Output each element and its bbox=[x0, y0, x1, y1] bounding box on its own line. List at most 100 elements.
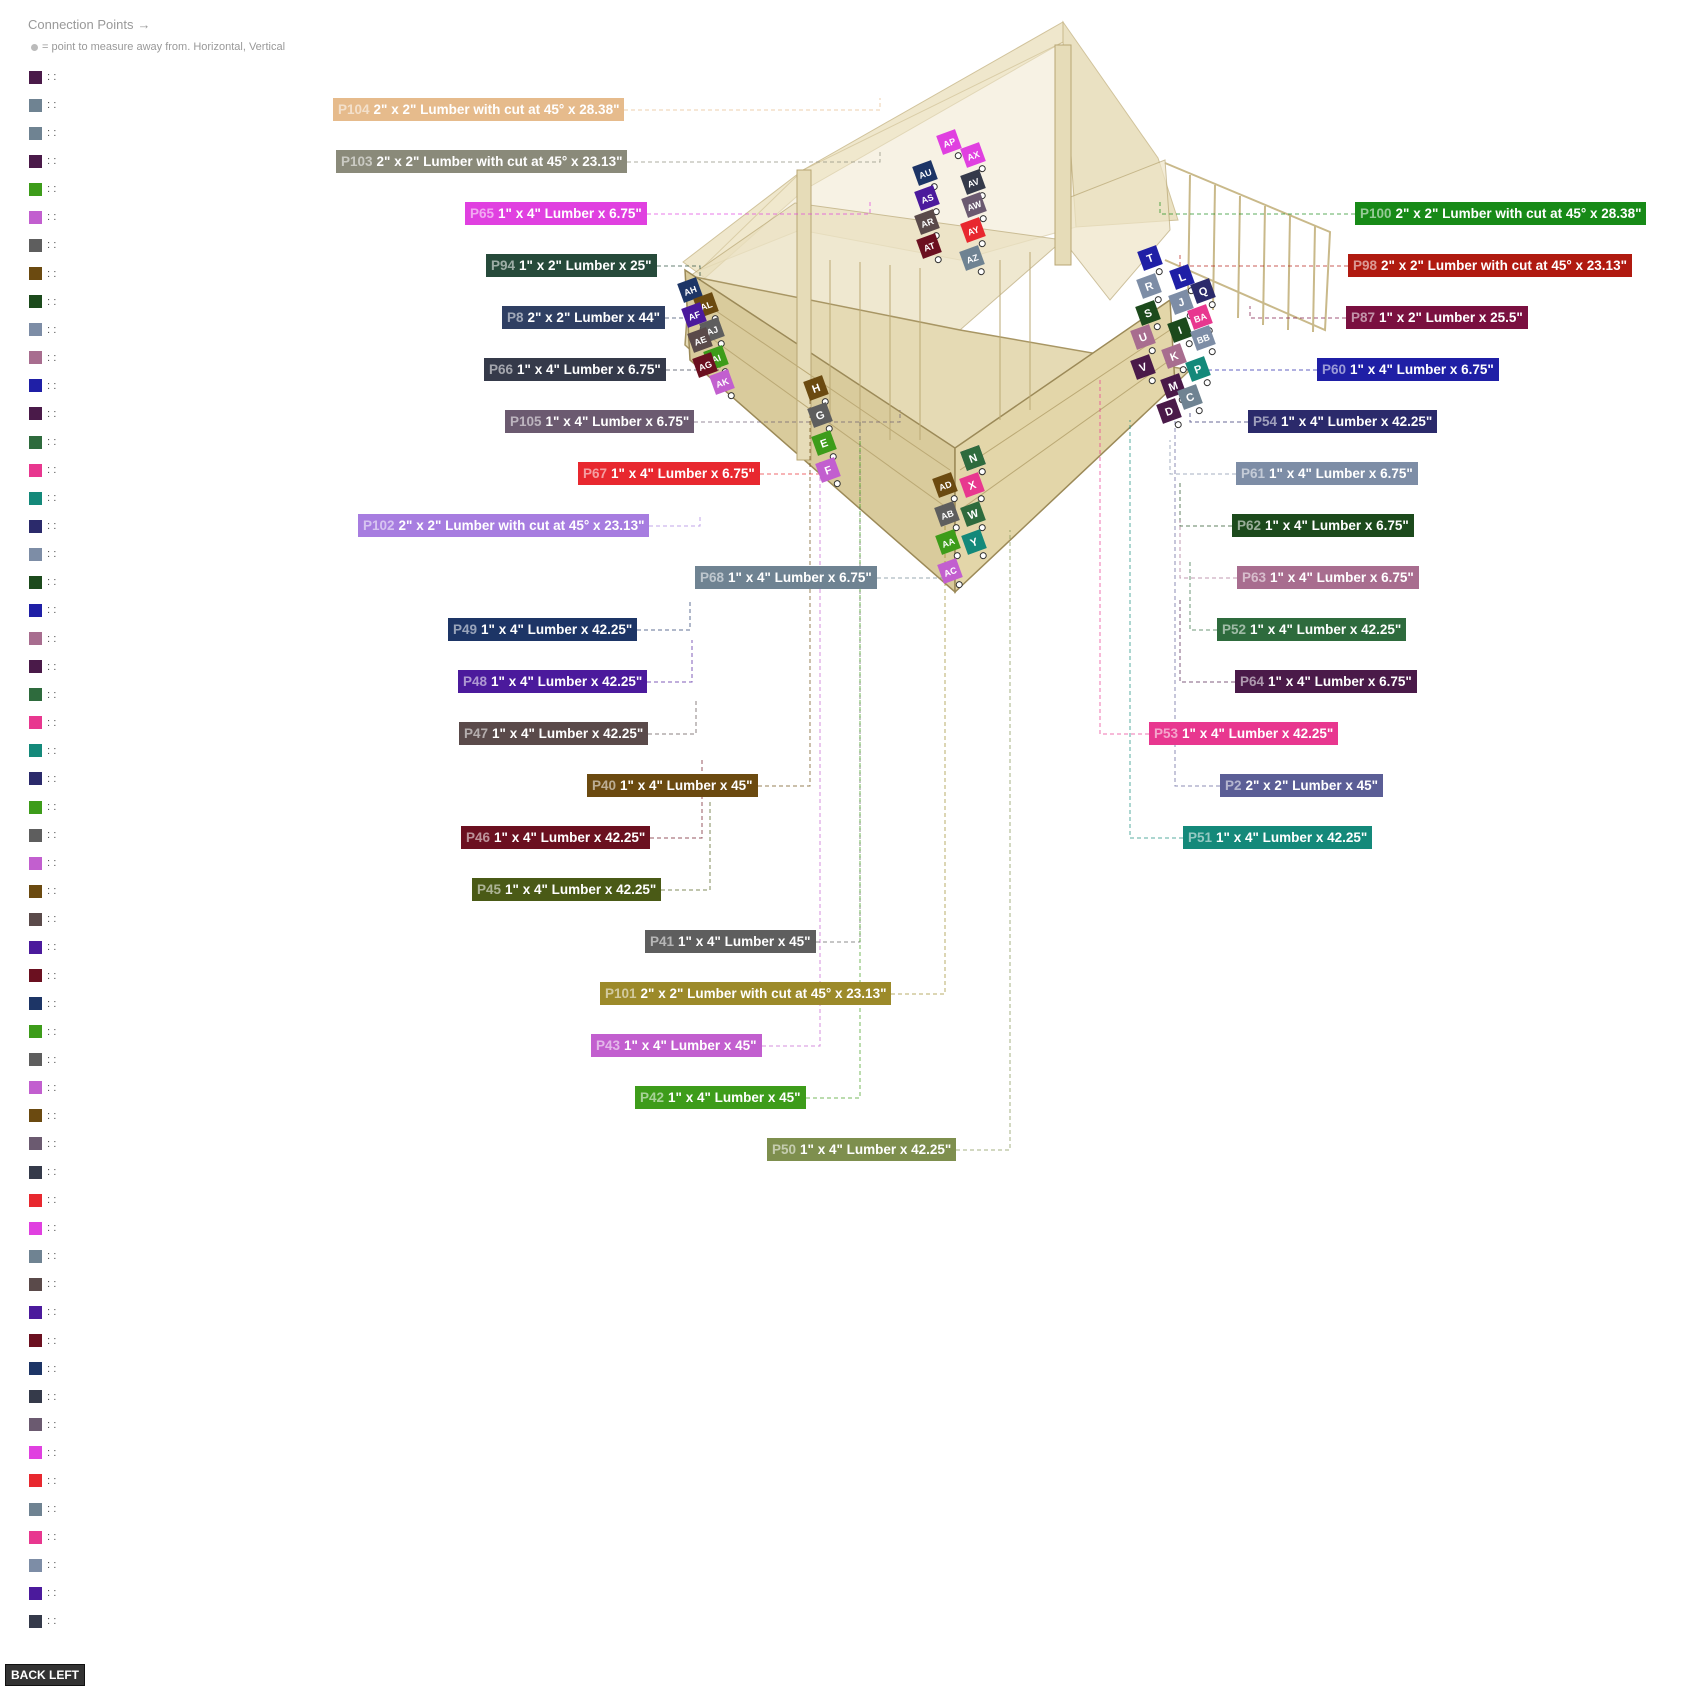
connection-item[interactable]: : : bbox=[29, 407, 56, 435]
connection-item[interactable]: : : bbox=[29, 1446, 56, 1474]
connection-marker-g[interactable]: G bbox=[807, 402, 836, 436]
connection-marker-az[interactable]: AZ bbox=[959, 245, 988, 279]
connection-item[interactable]: : : bbox=[29, 98, 56, 126]
connection-item[interactable]: : : bbox=[29, 1586, 56, 1614]
connection-item[interactable]: : : bbox=[29, 1109, 56, 1137]
connection-item[interactable]: : : bbox=[29, 884, 56, 912]
connection-item[interactable]: : : bbox=[29, 800, 56, 828]
connection-item[interactable]: : : bbox=[29, 1165, 56, 1193]
connection-item[interactable]: : : bbox=[29, 856, 56, 884]
connection-marker-i[interactable]: I bbox=[1167, 317, 1196, 351]
connection-item[interactable]: : : bbox=[29, 1362, 56, 1390]
connection-item[interactable]: : : bbox=[29, 1249, 56, 1277]
connection-item[interactable]: : : bbox=[29, 1221, 56, 1249]
connection-item[interactable]: : : bbox=[29, 323, 56, 351]
connection-item[interactable]: : : bbox=[29, 744, 56, 772]
connection-marker-l[interactable]: L bbox=[1169, 264, 1198, 298]
connection-item[interactable]: : : bbox=[29, 969, 56, 997]
connection-marker-w[interactable]: W bbox=[960, 501, 989, 535]
connection-marker-d[interactable]: D bbox=[1156, 398, 1185, 432]
connection-item[interactable]: : : bbox=[29, 154, 56, 182]
connection-marker-e[interactable]: E bbox=[811, 430, 840, 464]
connection-marker-ab[interactable]: AB bbox=[934, 501, 963, 535]
connection-marker-at[interactable]: AT bbox=[916, 233, 945, 267]
connection-item[interactable]: : : bbox=[29, 519, 56, 547]
connection-item[interactable]: : : bbox=[29, 1530, 56, 1558]
connection-marker-v[interactable]: V bbox=[1130, 354, 1159, 388]
connection-item[interactable]: : : bbox=[29, 575, 56, 603]
connection-item[interactable]: : : bbox=[29, 1334, 56, 1362]
connection-marker-ad[interactable]: AD bbox=[932, 472, 961, 506]
connection-marker-ax[interactable]: AX bbox=[960, 142, 989, 176]
connection-item[interactable]: : : bbox=[29, 267, 56, 295]
connection-item[interactable]: : : bbox=[29, 126, 56, 154]
connection-marker-q[interactable]: Q bbox=[1190, 278, 1219, 312]
connection-item[interactable]: : : bbox=[29, 435, 56, 463]
connection-marker-y[interactable]: Y bbox=[961, 529, 990, 563]
connection-item[interactable]: : : bbox=[29, 716, 56, 744]
connection-item[interactable]: : : bbox=[29, 1390, 56, 1418]
connection-item[interactable]: : : bbox=[29, 351, 56, 379]
connection-item[interactable]: : : bbox=[29, 463, 56, 491]
connection-marker-ay[interactable]: AY bbox=[960, 217, 989, 251]
connection-marker-aw[interactable]: AW bbox=[961, 192, 990, 226]
connection-item[interactable]: : : bbox=[29, 1558, 56, 1586]
connection-item[interactable]: : : bbox=[29, 238, 56, 266]
connection-item[interactable]: : : bbox=[29, 1081, 56, 1109]
connection-item[interactable]: : : bbox=[29, 1474, 56, 1502]
connection-marker-ae[interactable]: AE bbox=[687, 327, 716, 361]
connection-item[interactable]: : : bbox=[29, 940, 56, 968]
connection-item[interactable]: : : bbox=[29, 491, 56, 519]
connection-marker-k[interactable]: K bbox=[1161, 343, 1190, 377]
connection-marker-ac[interactable]: AC bbox=[937, 558, 966, 592]
connection-marker-u[interactable]: U bbox=[1130, 324, 1159, 358]
connection-marker-r[interactable]: R bbox=[1136, 273, 1165, 307]
connection-item[interactable]: : : bbox=[29, 828, 56, 856]
connection-item[interactable]: : : bbox=[29, 772, 56, 800]
connection-marker-aa[interactable]: AA bbox=[935, 529, 964, 563]
connection-marker-ap[interactable]: AP bbox=[936, 129, 965, 163]
connection-item[interactable]: : : bbox=[29, 688, 56, 716]
connection-item[interactable]: : : bbox=[29, 295, 56, 323]
connection-item[interactable]: : : bbox=[29, 1502, 56, 1530]
connection-item[interactable]: : : bbox=[29, 660, 56, 688]
connection-marker-x[interactable]: X bbox=[959, 472, 988, 506]
connection-item[interactable]: : : bbox=[29, 379, 56, 407]
connection-marker-n[interactable]: N bbox=[960, 445, 989, 479]
connection-item[interactable]: : : bbox=[29, 1418, 56, 1446]
back-left-button[interactable]: BACK LEFT bbox=[5, 1664, 85, 1686]
connection-marker-t[interactable]: T bbox=[1137, 245, 1166, 279]
connection-item[interactable]: : : bbox=[29, 1614, 56, 1642]
connection-item[interactable]: : : bbox=[29, 632, 56, 660]
connection-item[interactable]: : : bbox=[29, 603, 56, 631]
connection-item[interactable]: : : bbox=[29, 1053, 56, 1081]
connection-marker-bb[interactable]: BB bbox=[1190, 325, 1219, 359]
connection-marker-s[interactable]: S bbox=[1135, 300, 1164, 334]
